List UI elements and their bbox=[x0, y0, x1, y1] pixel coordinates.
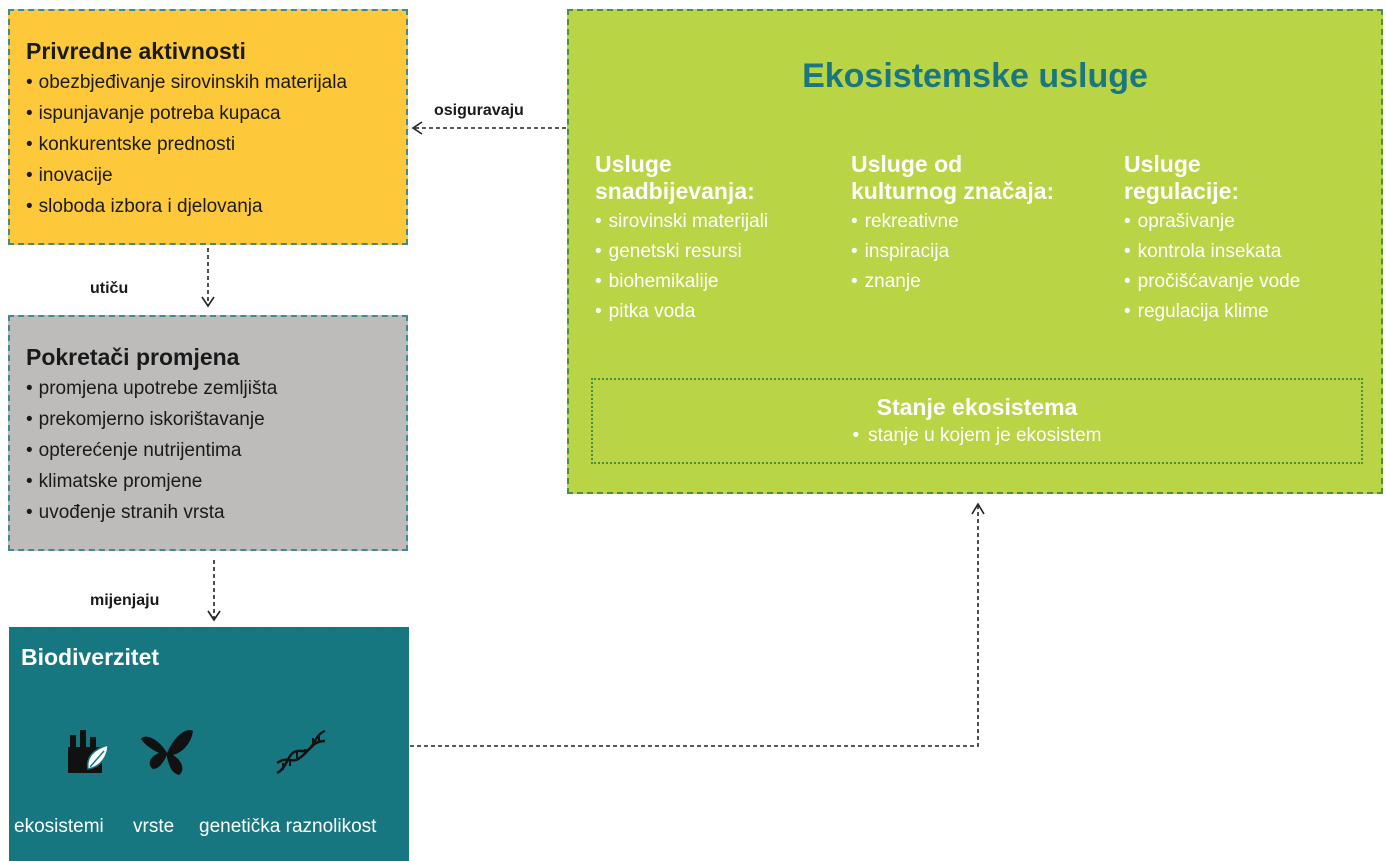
title-line: kulturnog značaja: bbox=[851, 178, 1055, 204]
title-line: regulacije: bbox=[1124, 178, 1240, 204]
stanje-ekosistema-box: Stanje ekosistema stanje u kojem je ekos… bbox=[591, 378, 1363, 464]
osiguravaju-label: osiguravaju bbox=[434, 102, 524, 119]
biodiverzitet-box: Biodiverzitet ekosistemi vrste genetička… bbox=[9, 627, 409, 861]
list-item: uvođenje stranih vrsta bbox=[26, 497, 398, 528]
list-item: oprašivanje bbox=[1124, 207, 1300, 237]
list-item: pitka voda bbox=[595, 297, 768, 327]
list-item: biohemikalije bbox=[595, 267, 768, 297]
usluge-snabdijevanja-title: Usluge snadbijevanja: bbox=[595, 151, 768, 205]
uticu-arrowhead bbox=[201, 296, 215, 308]
list-item: promjena upotrebe zemljišta bbox=[26, 373, 398, 404]
list-item: sloboda izbora i djelovanja bbox=[26, 191, 398, 222]
list-item: rekreativne bbox=[851, 207, 1054, 237]
list-item: opterećenje nutrijentima bbox=[26, 435, 398, 466]
privredne-aktivnosti-list: obezbjeđivanje sirovinskih materijala is… bbox=[26, 67, 398, 222]
pokretaci-promjena-title: Pokretači promjena bbox=[26, 344, 240, 370]
list-item: obezbjeđivanje sirovinskih materijala bbox=[26, 67, 398, 98]
list-item: genetski resursi bbox=[595, 237, 768, 267]
pokretaci-promjena-box: Pokretači promjena promjena upotrebe zem… bbox=[8, 315, 408, 551]
list-item: sirovinski materijali bbox=[595, 207, 768, 237]
ekosistemske-usluge-box: Ekosistemske usluge Usluge snadbijevanja… bbox=[567, 9, 1383, 494]
stanje-ekosistema-title: Stanje ekosistema bbox=[876, 394, 1078, 420]
list-item: kontrola insekata bbox=[1124, 237, 1300, 267]
list-item: inovacije bbox=[26, 160, 398, 191]
title-line: snadbijevanja: bbox=[595, 178, 755, 204]
title-line: Usluge bbox=[595, 151, 672, 177]
usluge-snabdijevanja-column: Usluge snadbijevanja: sirovinski materij… bbox=[595, 151, 768, 327]
vrste-label: vrste bbox=[133, 816, 175, 837]
usluge-regulacije-column: Usluge regulacije: oprašivanje kontrola … bbox=[1124, 151, 1300, 327]
title-line: Usluge od bbox=[851, 151, 963, 177]
usluge-regulacije-title: Usluge regulacije: bbox=[1124, 151, 1300, 205]
list-item: pročišćavanje vode bbox=[1124, 267, 1301, 297]
usluge-arrowhead bbox=[971, 502, 985, 515]
dna-icon bbox=[276, 729, 326, 775]
geneticka-raznolikost-label: genetička raznolikost bbox=[199, 816, 377, 837]
list-item: regulacija klime bbox=[1124, 297, 1300, 327]
list-item: konkurentske prednosti bbox=[26, 129, 398, 160]
biodiverzitet-title: Biodiverzitet bbox=[21, 644, 160, 670]
stanje-ekosistema-item: stanje u kojem je ekosistem bbox=[593, 425, 1361, 447]
ekosistemske-usluge-title: Ekosistemske usluge bbox=[802, 57, 1148, 95]
usluge-snabdijevanja-list: sirovinski materijali genetski resursi b… bbox=[595, 207, 768, 327]
list-item: klimatske promjene bbox=[26, 466, 398, 497]
list-item: inspiracija bbox=[851, 237, 1054, 267]
uticu-label: utiču bbox=[90, 280, 129, 297]
title-line: Usluge bbox=[1124, 151, 1201, 177]
butterfly-icon bbox=[141, 729, 193, 775]
usluge-kulturnog-znacaja-title: Usluge od kulturnog značaja: bbox=[851, 151, 1054, 205]
privredne-aktivnosti-box: Privredne aktivnosti obezbjeđivanje siro… bbox=[8, 9, 408, 245]
mijenjaju-arrowhead bbox=[207, 610, 221, 622]
list-item: ispunjavanje potreba kupaca bbox=[26, 98, 398, 129]
osiguravaju-arrowhead bbox=[411, 121, 423, 135]
privredne-aktivnosti-title: Privredne aktivnosti bbox=[26, 38, 246, 64]
biodiverzitet-to-usluge-line bbox=[410, 506, 979, 747]
usluge-regulacije-list: oprašivanje kontrola insekata pročišćava… bbox=[1124, 207, 1301, 327]
usluge-kulturnog-znacaja-list: rekreativne inspiracija znanje bbox=[851, 207, 1054, 297]
factory-leaf-icon bbox=[68, 730, 109, 773]
pokretaci-promjena-list: promjena upotrebe zemljišta prekomjerno … bbox=[26, 373, 398, 528]
usluge-kulturnog-znacaja-column: Usluge od kulturnog značaja: rekreativne… bbox=[851, 151, 1054, 297]
list-item: znanje bbox=[851, 267, 1054, 297]
ekosistemi-label: ekosistemi bbox=[14, 816, 104, 837]
mijenjaju-label: mijenjaju bbox=[90, 592, 160, 609]
list-item: prekomjerno iskorištavanje bbox=[26, 404, 398, 435]
